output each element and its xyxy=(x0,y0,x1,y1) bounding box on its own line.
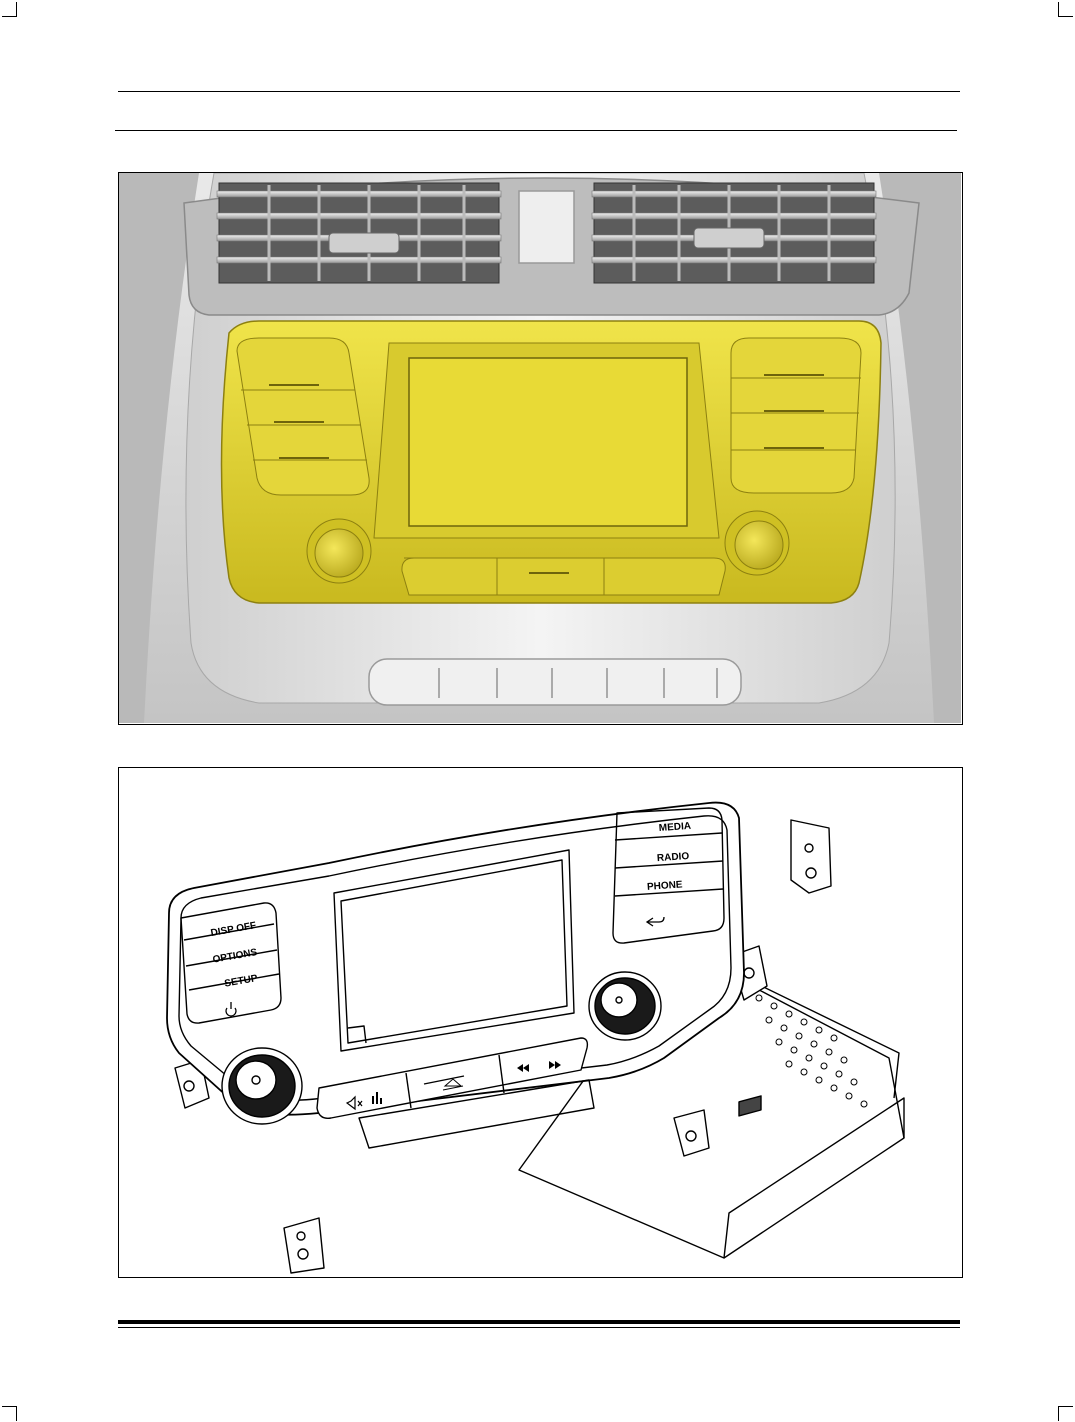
equalizer-icon xyxy=(372,1092,382,1104)
back-icon xyxy=(645,916,665,927)
next-track-icon xyxy=(549,1061,561,1069)
power-icon xyxy=(225,1002,237,1017)
footer-rule-thick xyxy=(118,1320,960,1324)
head-unit-illustration: DISP OFF OPTIONS SETUP MEDIA RADIO PHONE xyxy=(166,801,905,1274)
previous-track-icon xyxy=(517,1064,529,1072)
media-button-label: MEDIA xyxy=(658,821,691,834)
header-rule-top xyxy=(118,91,960,92)
crop-mark-bottom-left xyxy=(2,1406,17,1421)
dashboard-illustration xyxy=(119,173,961,723)
footer-rule-thin xyxy=(118,1327,960,1328)
mute-icon xyxy=(345,1095,363,1111)
crop-mark-top-right xyxy=(1058,2,1073,17)
figure-dashboard-head-unit xyxy=(118,172,963,725)
phone-button-label: PHONE xyxy=(647,879,684,892)
eject-icon xyxy=(442,1078,464,1091)
figure-head-unit-line-drawing: DISP OFF OPTIONS SETUP MEDIA RADIO PHONE xyxy=(118,767,963,1278)
crop-mark-top-left xyxy=(2,2,17,17)
header-rule-bottom xyxy=(115,130,957,131)
crop-mark-bottom-right xyxy=(1058,1406,1073,1421)
radio-button-label: RADIO xyxy=(657,851,690,864)
